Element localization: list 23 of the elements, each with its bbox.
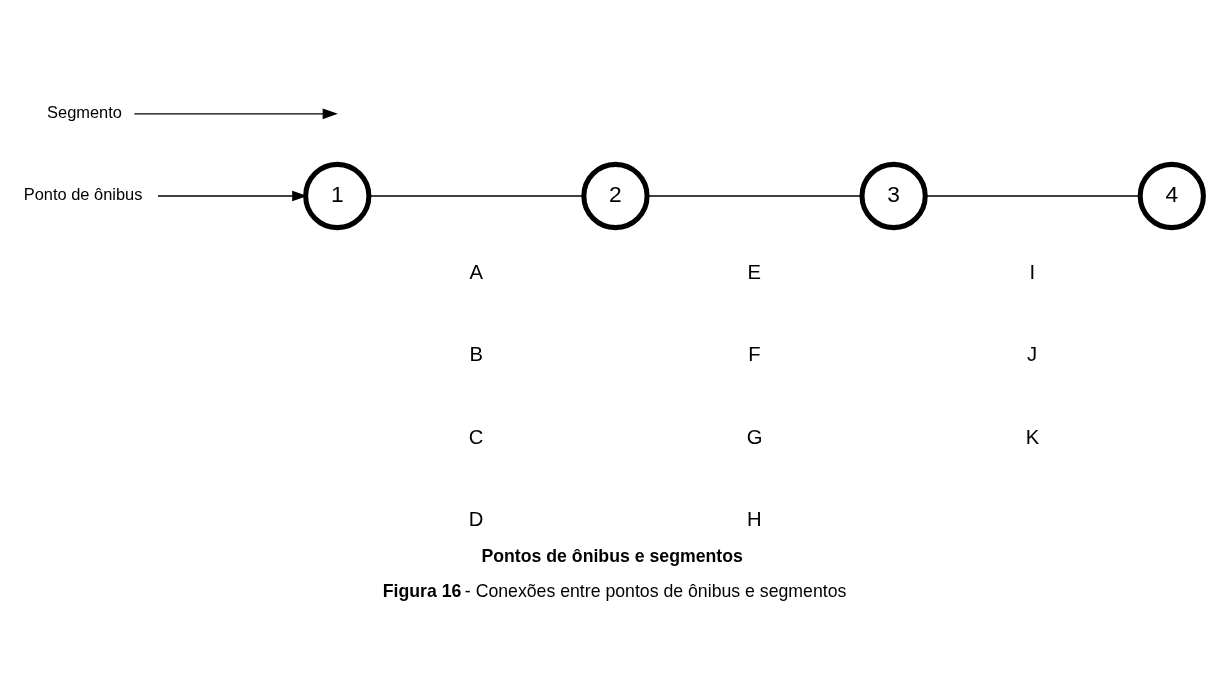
label: J [1027, 343, 1038, 366]
caption: Figura 16 - Conexões entre pontos de ônibus e segmentos [382, 581, 847, 602]
node-text: Segmento [47, 103, 122, 122]
arrow [133, 108, 338, 120]
label: K [1025, 425, 1040, 448]
label: F [748, 343, 761, 366]
connector [646, 195, 863, 197]
label: G [746, 425, 763, 448]
label: D [468, 507, 484, 530]
label: E [747, 261, 762, 284]
node-text: Ponto de ônibus [23, 185, 143, 204]
label: B [469, 343, 483, 366]
label: C [468, 425, 484, 448]
node-circle: 1 [303, 161, 372, 231]
label: I [1029, 261, 1036, 284]
node-circle: 3 [859, 161, 928, 231]
node-circle: 2 [581, 161, 650, 231]
diagram-title: Pontos de ônibus e segmentos [481, 545, 743, 566]
node-circle: 4 [1137, 161, 1206, 231]
connector [368, 195, 585, 197]
connector [924, 195, 1141, 197]
label: A [469, 261, 483, 284]
label: H [746, 507, 762, 530]
